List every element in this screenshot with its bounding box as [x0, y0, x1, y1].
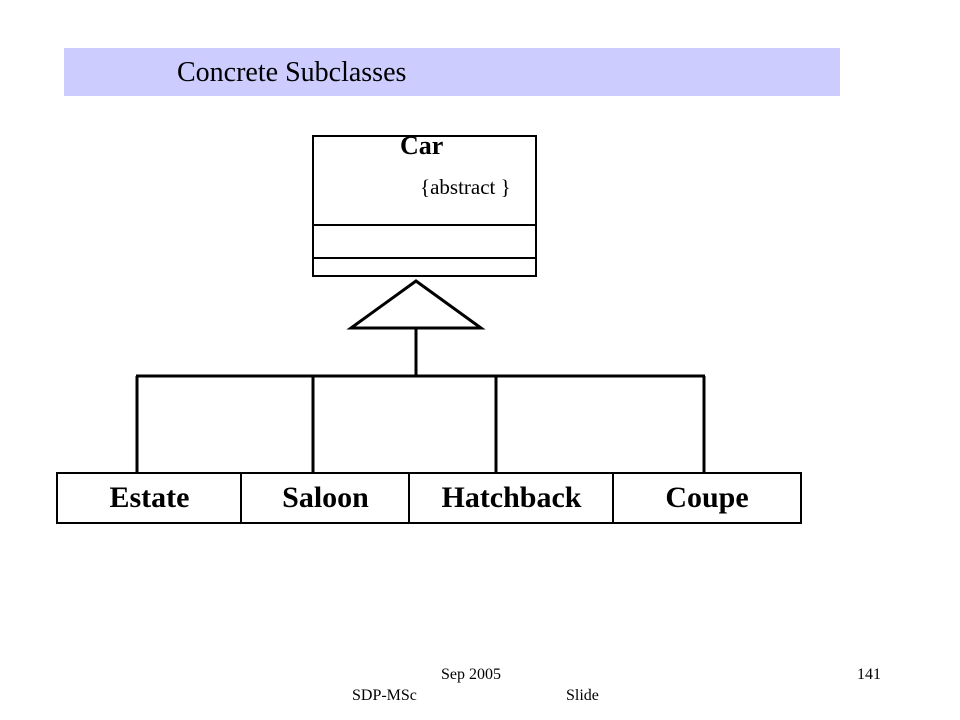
generalization-triangle: [346, 279, 486, 330]
slide-title-bar: Concrete Subclasses: [64, 48, 840, 96]
car-class-box: Car {abstract }: [312, 131, 537, 277]
hatchback-class-box: Hatchback: [408, 472, 615, 524]
footer-slide-number: 141: [857, 666, 881, 683]
saloon-class-box: Saloon: [240, 472, 411, 524]
car-stereotype: {abstract }: [420, 175, 511, 199]
coupe-class-box: Coupe: [612, 472, 802, 524]
car-class-name: Car: [400, 131, 444, 160]
slide-title: Concrete Subclasses: [177, 57, 407, 88]
footer-slide-label: Slide: [566, 687, 599, 704]
car-attributes-divider: [314, 224, 535, 226]
estate-class-box: Estate: [56, 472, 243, 524]
footer-course: SDP-MSc: [352, 687, 417, 704]
car-operations-divider: [314, 257, 535, 259]
footer-date: Sep 2005: [441, 666, 501, 683]
